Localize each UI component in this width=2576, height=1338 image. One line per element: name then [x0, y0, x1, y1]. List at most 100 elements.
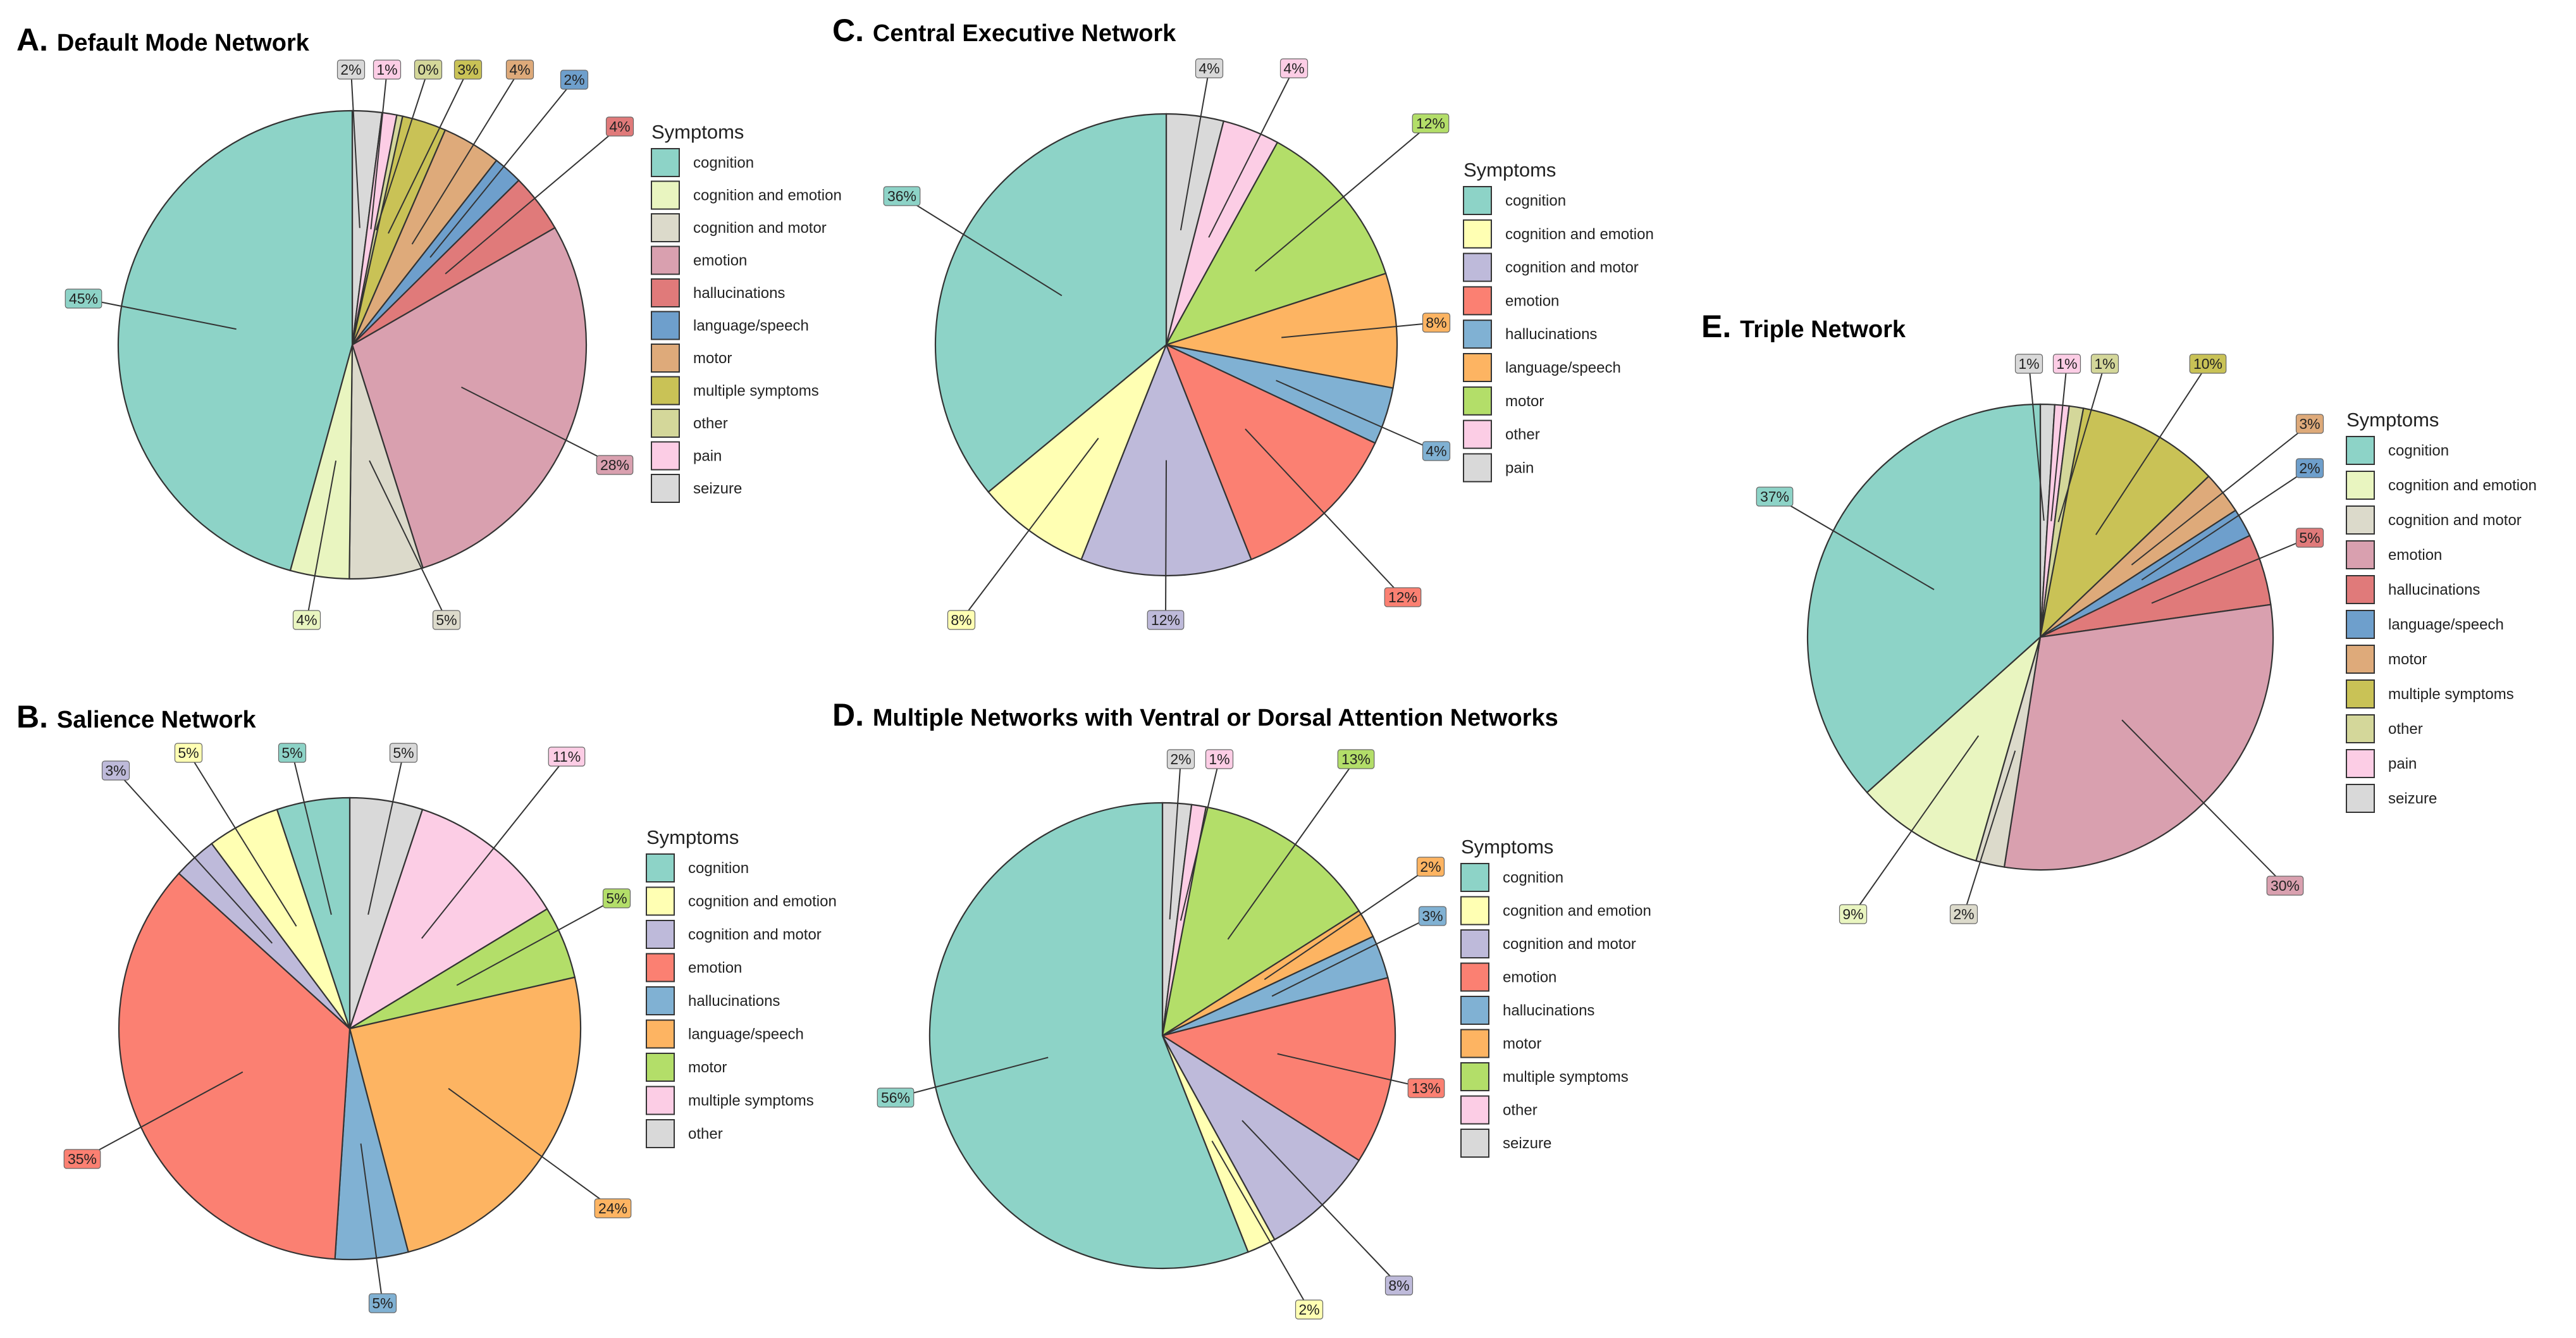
legend-label-C-5: language/speech	[1505, 359, 1621, 376]
legend-label-E-4: hallucinations	[2388, 581, 2480, 598]
data-label-E-2: 1%	[2094, 356, 2115, 372]
data-label-C-2: 12%	[1416, 115, 1445, 132]
data-label-box-C-6	[1147, 610, 1185, 630]
pie-slice-D-multiple-symptoms	[1161, 806, 1360, 1038]
legend-swatch-C-8	[1463, 453, 1492, 483]
panel-letter-B: B.	[16, 699, 57, 734]
data-label-box-B-7	[174, 743, 203, 763]
legend-swatch-A-3	[651, 245, 680, 275]
legend-swatch-E-0	[2346, 436, 2375, 465]
data-label-box-E-4	[2295, 414, 2324, 434]
legend-label-E-1: cognition and emotion	[2388, 477, 2537, 494]
legend-swatch-C-4	[1463, 319, 1492, 349]
legend-label-A-0: cognition	[693, 154, 754, 171]
legend-label-E-0: cognition	[2388, 442, 2449, 459]
leader-line-A-1	[370, 69, 388, 230]
data-label-A-10: 45%	[69, 290, 98, 307]
leader-line-C-0	[1180, 68, 1210, 231]
pie-slice-B-language-speech	[348, 976, 582, 1253]
data-label-box-A-4	[505, 59, 534, 80]
data-label-D-8: 56%	[881, 1089, 910, 1106]
legend-swatch-A-7	[651, 376, 680, 406]
legend-swatch-E-8	[2346, 714, 2375, 743]
legend-swatch-A-2	[651, 213, 680, 242]
data-label-box-D-7	[1295, 1299, 1324, 1320]
panel-E: E. Triple Network1%1%1%10%3%2%5%30%2%9%3…	[1701, 309, 2537, 924]
legend-swatch-D-1	[1460, 896, 1489, 926]
data-label-D-6: 8%	[1388, 1277, 1409, 1294]
legend-title-E: Symptoms	[2346, 409, 2439, 431]
panel-D: D. Multiple Networks with Ventral or Dor…	[832, 697, 1651, 1320]
legend-label-D-3: emotion	[1503, 969, 1556, 986]
leader-line-E-5	[2141, 468, 2310, 581]
leader-line-D-7	[1211, 1140, 1310, 1310]
legend-swatch-E-3	[2346, 540, 2375, 569]
data-label-box-C-4	[1422, 441, 1451, 461]
legend-title-B: Symptoms	[646, 826, 739, 848]
legend-swatch-A-10	[651, 474, 680, 503]
legend-swatch-C-1	[1463, 219, 1492, 249]
legend-label-C-1: cognition and emotion	[1505, 226, 1654, 243]
leader-line-E-3	[2095, 363, 2209, 535]
data-label-A-2: 0%	[417, 61, 438, 78]
legend-swatch-B-6	[646, 1053, 675, 1082]
data-label-box-B-0	[389, 743, 418, 763]
legend-label-E-2: cognition and motor	[2388, 512, 2522, 529]
data-label-box-A-3	[453, 59, 483, 80]
pie-slice-B-cognition	[276, 796, 351, 1029]
data-label-box-B-2	[602, 888, 631, 908]
data-label-D-1: 1%	[1209, 751, 1229, 767]
leader-line-C-2	[1254, 123, 1431, 272]
legend-label-C-4: hallucinations	[1505, 326, 1597, 343]
panel-letter-D: D.	[832, 697, 873, 733]
leader-line-D-6	[1242, 1120, 1400, 1286]
legend-swatch-E-6	[2346, 645, 2375, 674]
leader-line-E-6	[2151, 537, 2310, 604]
data-label-D-3: 2%	[1420, 858, 1441, 875]
leader-line-A-4	[411, 69, 521, 245]
legend-label-C-2: cognition and motor	[1505, 259, 1639, 276]
data-label-box-E-2	[2090, 354, 2119, 374]
legend-swatch-E-7	[2346, 679, 2375, 709]
leader-line-D-4	[1271, 915, 1433, 997]
data-label-B-7: 5%	[178, 745, 199, 761]
data-label-box-C-3	[1422, 313, 1451, 333]
data-label-box-D-2	[1337, 749, 1375, 769]
leader-line-C-1	[1208, 68, 1295, 238]
legend-swatch-E-9	[2346, 749, 2375, 778]
leader-line-A-0	[350, 69, 361, 228]
legend-label-E-6: motor	[2388, 651, 2427, 668]
leader-line-E-0	[2028, 363, 2045, 521]
leader-line-A-9	[306, 460, 337, 621]
pie-slice-C-language-speech	[1166, 272, 1398, 389]
panel-title-text-C: Central Executive Network	[873, 20, 1176, 47]
data-label-box-C-7	[947, 610, 976, 630]
legend-swatch-B-1	[646, 886, 675, 916]
data-label-box-E-5	[2295, 458, 2324, 478]
data-label-C-7: 8%	[951, 612, 971, 628]
data-label-box-E-9	[1839, 904, 1868, 924]
data-label-B-8: 5%	[281, 745, 302, 761]
data-label-C-5: 12%	[1388, 589, 1417, 605]
legend-label-C-0: cognition	[1505, 192, 1566, 209]
legend-swatch-B-4	[646, 986, 675, 1015]
legend-label-B-2: cognition and motor	[688, 926, 822, 943]
legend-label-A-2: cognition and motor	[693, 220, 827, 237]
leader-line-B-5	[82, 1071, 243, 1160]
leader-line-A-6	[445, 126, 620, 275]
legend-label-D-7: other	[1503, 1102, 1538, 1119]
legend-label-A-9: pain	[693, 448, 722, 465]
legend-title-C: Symptoms	[1464, 159, 1556, 181]
legend-swatch-E-5	[2346, 610, 2375, 639]
data-label-box-C-0	[1195, 58, 1224, 78]
data-label-E-8: 2%	[1953, 906, 1974, 922]
data-label-B-5: 35%	[68, 1151, 97, 1167]
data-label-box-C-1	[1279, 58, 1309, 78]
legend-label-E-8: other	[2388, 721, 2423, 738]
data-label-box-A-6	[605, 116, 634, 137]
legend-swatch-D-0	[1460, 863, 1489, 892]
legend-label-E-3: emotion	[2388, 547, 2442, 564]
data-label-box-E-1	[2052, 354, 2081, 374]
data-label-box-B-4	[368, 1293, 397, 1313]
data-label-C-0: 4%	[1199, 60, 1219, 77]
